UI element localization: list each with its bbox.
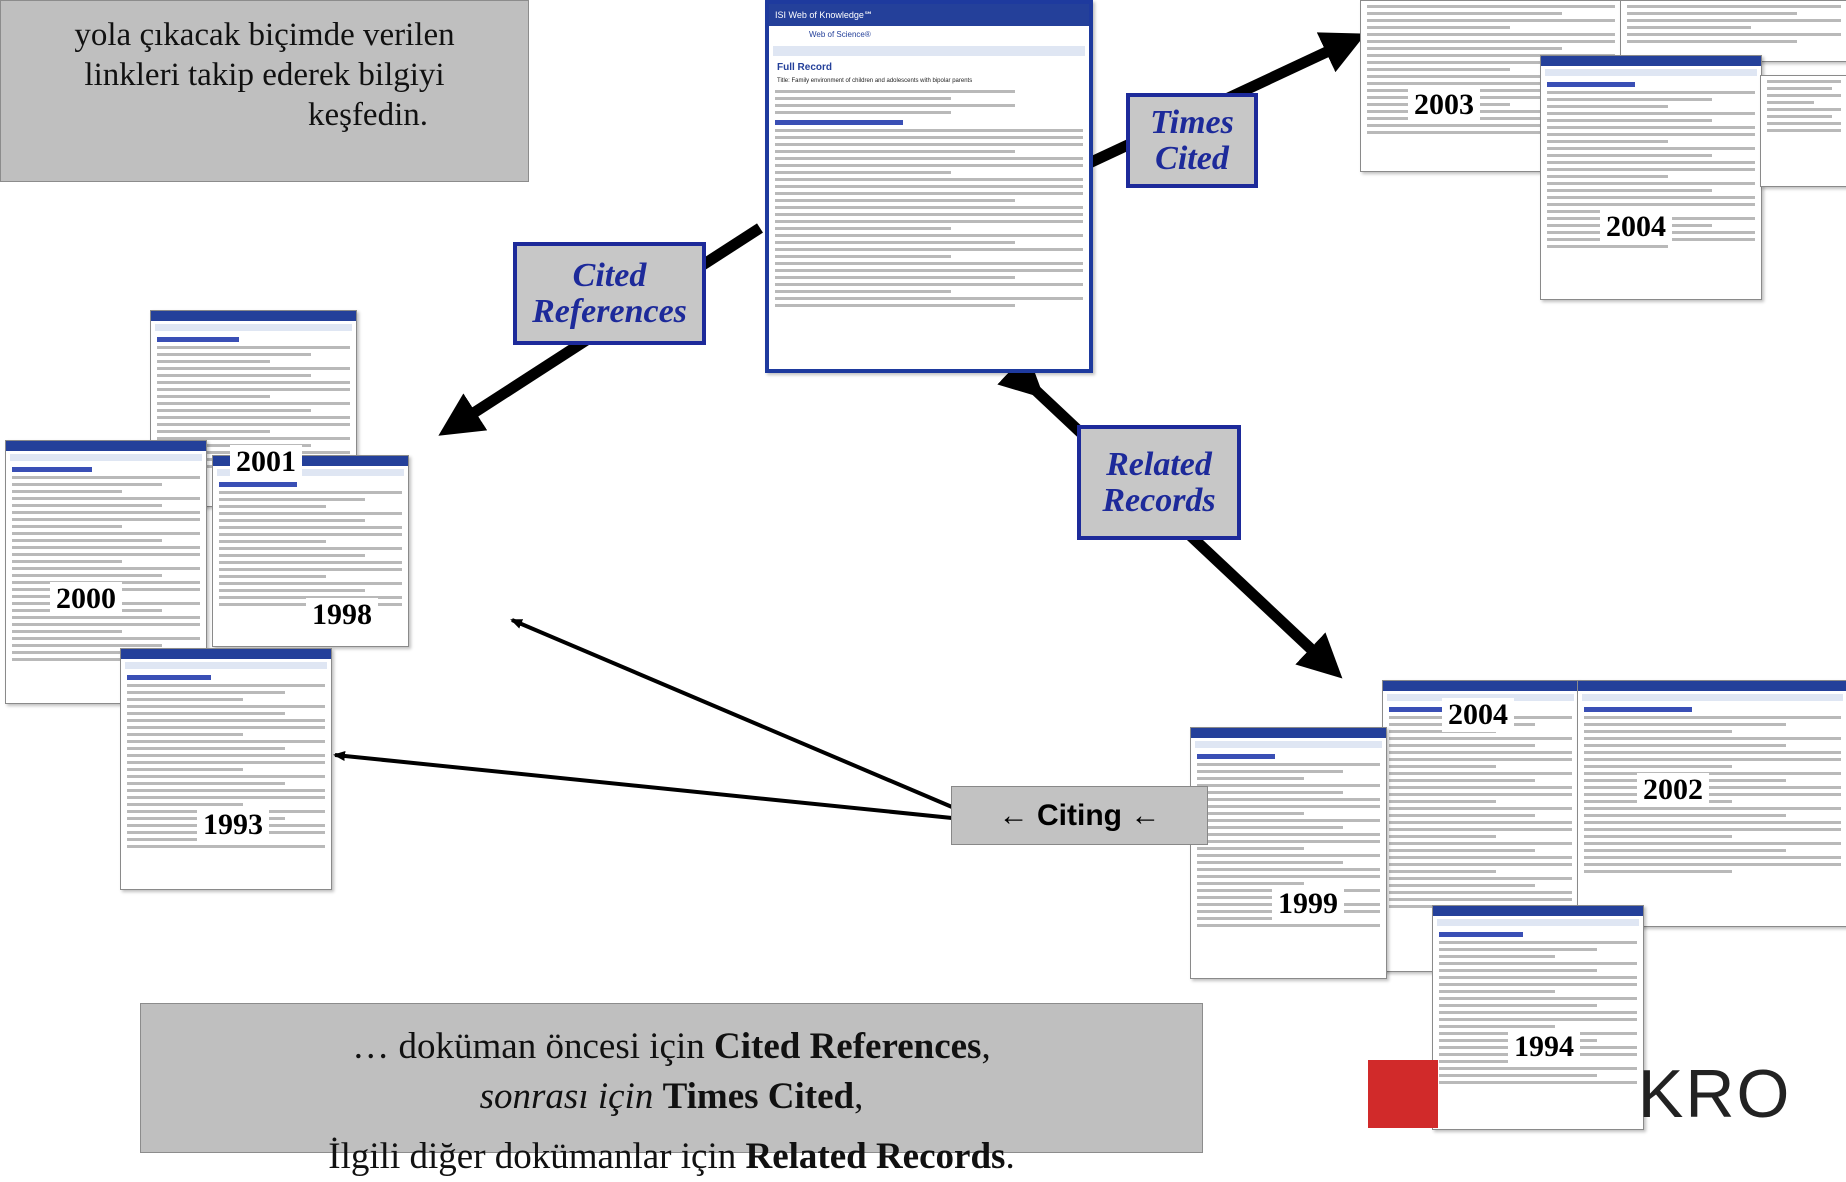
main-record-section: Full Record — [777, 62, 833, 73]
record-thumb-2002 — [1577, 680, 1846, 927]
label-times-cited-line1: Times — [1150, 103, 1234, 141]
intro-line-3: keşfedin. — [307, 97, 428, 133]
summary-line3-pre: İlgili diğer dokümanlar için — [328, 1136, 746, 1177]
label-related-records-line1: Related — [1106, 445, 1212, 483]
year-2000: 2000 — [50, 582, 122, 616]
label-related-records-line2: Records — [1102, 481, 1216, 519]
summary-line-1: … doküman öncesi için Cited References, — [141, 1022, 1202, 1072]
record-thumb-1999 — [1190, 727, 1387, 979]
record-thumb-top-right — [1620, 0, 1846, 62]
intro-line-1: yola çıkacak biçimde verilen — [74, 17, 455, 53]
summary-line3-bold: Related Records — [745, 1136, 1006, 1177]
logo-text: KRO — [1638, 1056, 1792, 1132]
year-1999: 1999 — [1272, 887, 1344, 921]
intro-text-box: yola çıkacak biçimde verilen linkleri ta… — [0, 0, 529, 182]
summary-line-3: İlgili diğer dokümanlar için Related Rec… — [141, 1132, 1202, 1182]
record-thumb-1993 — [120, 648, 332, 890]
summary-line2-post: , — [854, 1076, 864, 1117]
main-record-app-title: ISI Web of Knowledge℠ — [769, 4, 1089, 26]
record-thumb-2003 — [1360, 0, 1622, 172]
label-citing: ← Citing ← — [951, 786, 1208, 845]
main-record-title: Title: Family environment of children an… — [777, 78, 973, 84]
summary-line1-bold: Cited References — [714, 1026, 982, 1067]
year-1994: 1994 — [1508, 1030, 1580, 1064]
year-2004-top: 2004 — [1600, 210, 1672, 244]
record-thumb-right-edge — [1760, 75, 1846, 187]
record-thumb-2004-top — [1540, 55, 1762, 300]
summary-line2-italic: sonrası için — [479, 1076, 663, 1117]
intro-line-2: linkleri takip ederek bilgiyi — [84, 57, 445, 93]
label-cited-references-line2: References — [532, 292, 687, 330]
arrow-citing-lower — [333, 751, 953, 820]
year-2001: 2001 — [230, 445, 302, 479]
summary-line2-bold: Times Cited — [662, 1076, 855, 1117]
label-cited-references-line1: Cited — [572, 256, 647, 294]
main-record-header: Web of Science® — [809, 30, 871, 39]
logo-red-mark — [1368, 1060, 1438, 1128]
year-1998: 1998 — [306, 598, 378, 632]
brand-logo: KRO — [1368, 1056, 1846, 1132]
year-1993: 1993 — [197, 808, 269, 842]
arrow-citing-upper — [510, 618, 953, 809]
main-full-record: ISI Web of Knowledge℠ Web of Science® Fu… — [765, 0, 1093, 373]
year-2004-bottom: 2004 — [1442, 698, 1514, 732]
summary-line-2: sonrası için Times Cited, — [141, 1072, 1202, 1122]
year-2003: 2003 — [1408, 88, 1480, 122]
summary-line3-post: . — [1005, 1136, 1015, 1177]
summary-line1-post: , — [981, 1026, 991, 1067]
summary-line1-pre: … doküman öncesi için — [352, 1026, 714, 1067]
summary-text-box: … doküman öncesi için Cited References, … — [140, 1003, 1203, 1177]
label-times-cited-line2: Cited — [1155, 139, 1229, 177]
year-2002: 2002 — [1637, 773, 1709, 807]
